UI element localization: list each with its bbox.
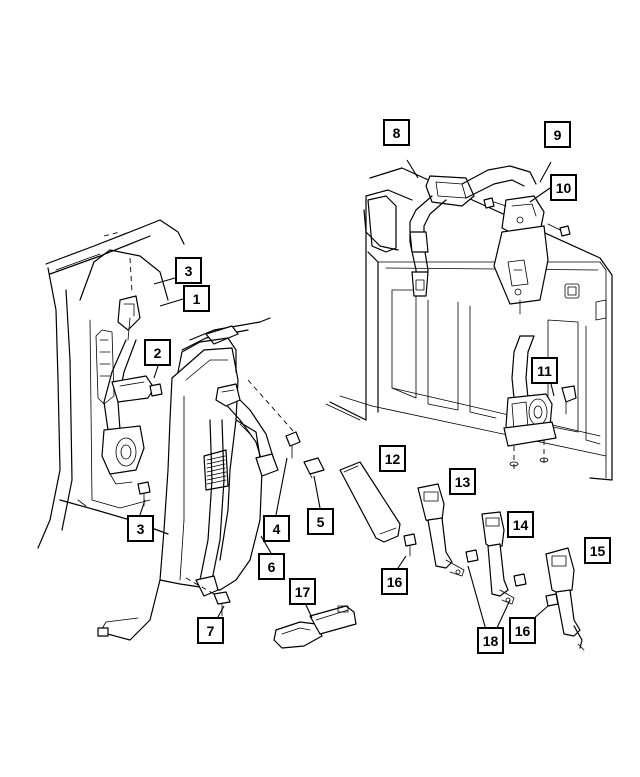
callout-13: 13 xyxy=(449,468,476,495)
callout-16: 16 xyxy=(509,617,536,644)
loose-parts xyxy=(273,461,585,651)
callout-label: 13 xyxy=(454,473,471,490)
callout-12: 12 xyxy=(379,445,406,472)
callout-label: 16 xyxy=(514,622,531,639)
callout-3: 3 xyxy=(127,515,154,542)
callout-17: 17 xyxy=(289,578,316,605)
callout-9: 9 xyxy=(544,121,571,148)
callout-label: 4 xyxy=(272,520,281,537)
callout-1: 1 xyxy=(183,285,210,312)
callout-3: 3 xyxy=(175,257,202,284)
callout-18: 18 xyxy=(477,627,504,654)
callout-7: 7 xyxy=(197,617,224,644)
callout-8: 8 xyxy=(383,119,410,146)
callout-label: 17 xyxy=(294,583,311,600)
callout-15: 15 xyxy=(584,537,611,564)
rear-trim-panel xyxy=(97,317,325,641)
callout-label: 6 xyxy=(267,558,276,575)
callout-5: 5 xyxy=(307,508,334,535)
callout-label: 9 xyxy=(553,126,562,143)
callout-14: 14 xyxy=(507,511,534,538)
callout-label: 11 xyxy=(537,362,552,379)
callout-label: 3 xyxy=(136,520,145,537)
callout-6: 6 xyxy=(258,553,285,580)
callout-label: 10 xyxy=(555,179,572,196)
callout-label: 2 xyxy=(153,344,162,361)
callout-4: 4 xyxy=(263,515,290,542)
callout-label: 1 xyxy=(192,290,201,307)
callout-label: 16 xyxy=(386,573,403,590)
callout-16: 16 xyxy=(381,568,408,595)
callout-label: 18 xyxy=(482,632,499,649)
rear-cab-wall xyxy=(325,167,613,481)
callout-11: 11 xyxy=(531,357,558,384)
callout-2: 2 xyxy=(144,339,171,366)
callout-label: 12 xyxy=(384,450,401,467)
callout-label: 15 xyxy=(589,542,606,559)
rear-center-belt-assembly xyxy=(409,165,577,470)
leader-lines xyxy=(139,159,555,631)
callout-label: 8 xyxy=(392,124,401,141)
callout-label: 5 xyxy=(316,513,325,530)
callout-label: 3 xyxy=(184,262,193,279)
b-pillar-area xyxy=(37,219,185,549)
callout-10: 10 xyxy=(550,174,577,201)
callout-label: 14 xyxy=(512,516,529,533)
callout-label: 7 xyxy=(206,622,215,639)
